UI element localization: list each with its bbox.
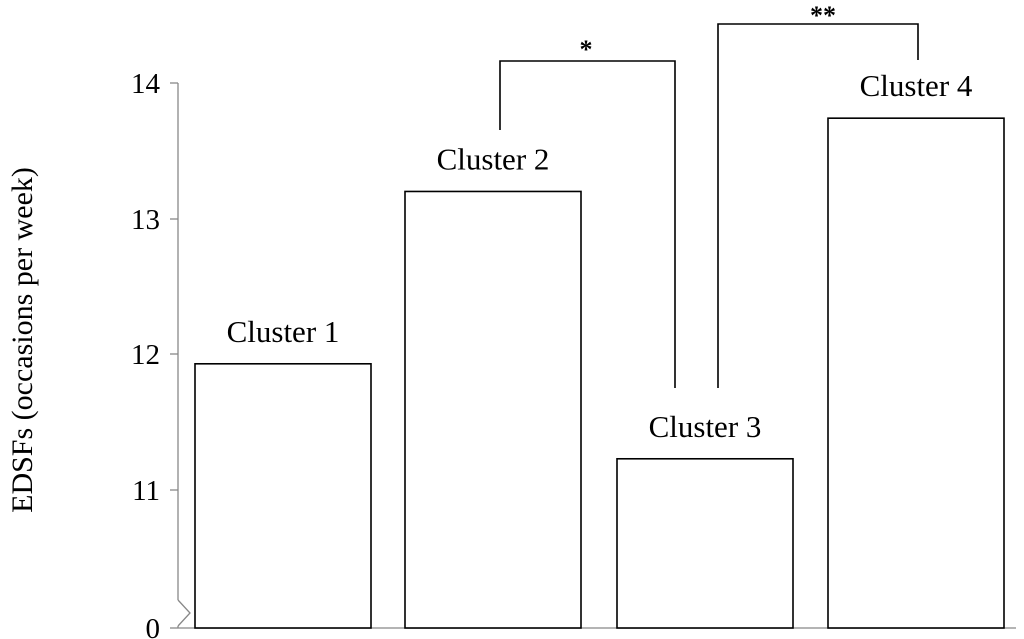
y-tick-label: 13 bbox=[131, 204, 160, 236]
y-axis-break-icon bbox=[177, 599, 191, 627]
bar-label-cluster-3: Cluster 3 bbox=[649, 409, 762, 444]
y-tick-label: 0 bbox=[146, 613, 161, 639]
significance-bracket-2-3 bbox=[499, 60, 676, 388]
bar-cluster-2 bbox=[404, 190, 582, 629]
bar-cluster-3 bbox=[616, 457, 794, 629]
bar-label-cluster-1: Cluster 1 bbox=[227, 314, 340, 349]
significance-bracket-3-4 bbox=[717, 23, 919, 388]
significance-label-3-4: ** bbox=[810, 1, 836, 30]
bar-cluster-4 bbox=[827, 117, 1005, 629]
y-tick-label: 11 bbox=[132, 475, 160, 507]
bar-label-cluster-4: Cluster 4 bbox=[860, 68, 973, 103]
y-tick-label: 14 bbox=[131, 68, 161, 100]
bar-cluster-1 bbox=[194, 362, 372, 629]
significance-label-2-3: * bbox=[580, 35, 593, 64]
bar-label-cluster-2: Cluster 2 bbox=[437, 141, 550, 176]
y-axis-title: EDSFs (occasions per week) bbox=[6, 167, 39, 513]
y-tick-label: 12 bbox=[131, 339, 160, 371]
